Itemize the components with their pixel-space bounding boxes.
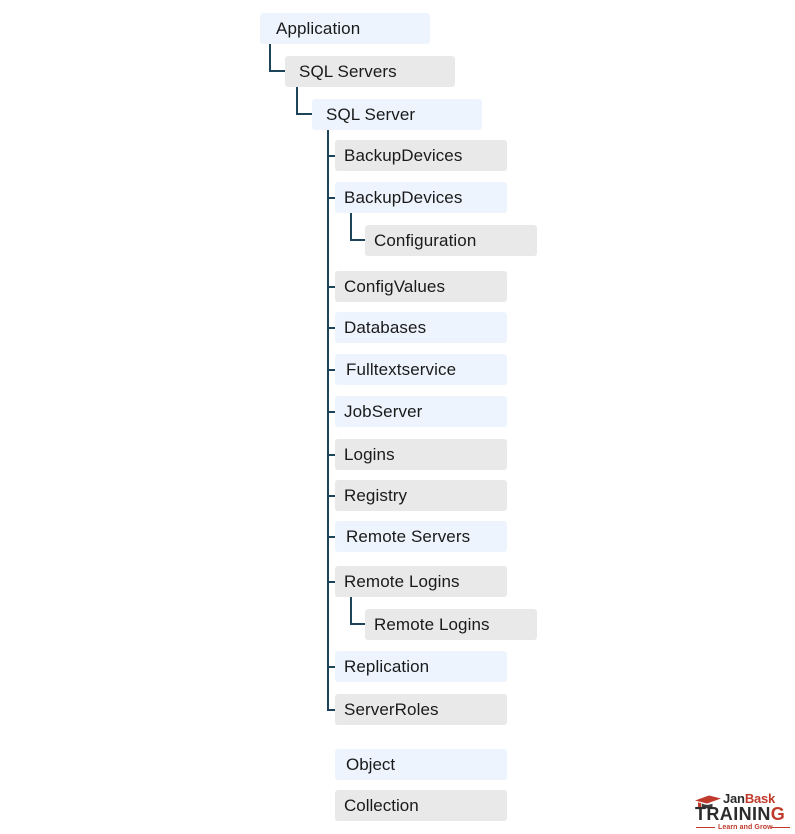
node-label: SQL Server <box>326 105 416 124</box>
node-application[interactable]: Application <box>260 13 430 44</box>
logo-tagline: Learn and Grow <box>718 824 773 831</box>
connector-remote-logins-vertical <box>350 597 352 623</box>
logo-training-g: G <box>770 804 786 824</box>
node-label: BackupDevices <box>344 146 463 165</box>
node-sql-server[interactable]: SQL Server <box>312 99 482 130</box>
node-label: BackupDevices <box>344 188 463 207</box>
node-label: Remote Servers <box>346 527 471 546</box>
node-label: ConfigValues <box>344 277 446 296</box>
janbask-training-logo: JanBask TRAINING Learn and Grow <box>694 791 790 831</box>
node-label: ServerRoles <box>344 700 439 719</box>
node-label: Application <box>276 19 361 38</box>
node-jobserver[interactable]: JobServer <box>335 396 507 427</box>
connector-remote-logins-horizontal <box>350 623 366 625</box>
logo-tagline-row: Learn and Grow <box>696 823 790 832</box>
node-databases[interactable]: Databases <box>335 312 507 343</box>
connector-sql-servers-horizontal <box>296 113 312 115</box>
logo-rule-right <box>771 827 790 828</box>
logo-training-text: TRAININ <box>695 804 771 824</box>
node-label: Logins <box>344 445 395 464</box>
node-label: Replication <box>344 657 430 676</box>
logo-wordmark-training: TRAINING <box>695 805 785 824</box>
node-label: JobServer <box>344 402 423 421</box>
connector-main-trunk <box>327 130 329 710</box>
connector-sql-servers-vertical <box>296 87 298 113</box>
node-configvalues[interactable]: ConfigValues <box>335 271 507 302</box>
connector-application-horizontal <box>269 70 285 72</box>
node-fulltextservice[interactable]: Fulltextservice <box>335 354 507 385</box>
node-replication[interactable]: Replication <box>335 651 507 682</box>
connector-configuration-horizontal <box>350 239 366 241</box>
node-label: Fulltextservice <box>346 360 457 379</box>
logo-jan: Jan <box>723 791 745 806</box>
logo-bask: Bask <box>744 791 776 806</box>
node-remote-logins-collection[interactable]: Remote Logins <box>335 566 507 597</box>
connector-application-vertical <box>269 44 271 70</box>
node-label: Remote Logins <box>344 572 460 591</box>
node-configuration[interactable]: Configuration <box>365 225 537 256</box>
node-label: SQL Servers <box>299 62 397 81</box>
node-label: Databases <box>344 318 427 337</box>
node-registry[interactable]: Registry <box>335 480 507 511</box>
node-logins[interactable]: Logins <box>335 439 507 470</box>
logo-rule-left <box>696 827 715 828</box>
node-serverroles[interactable]: ServerRoles <box>335 694 507 725</box>
node-label: Remote Logins <box>374 615 490 634</box>
node-remote-logins-child[interactable]: Remote Logins <box>365 609 537 640</box>
graduation-cap-icon <box>695 795 721 811</box>
node-sql-servers[interactable]: SQL Servers <box>285 56 455 87</box>
logo-wordmark-top: JanBask <box>723 792 775 806</box>
node-remote-servers[interactable]: Remote Servers <box>335 521 507 552</box>
node-label: Registry <box>344 486 408 505</box>
legend-label: Object <box>346 755 396 774</box>
legend-item-collection: Collection <box>335 790 507 821</box>
node-backupdevices-collection[interactable]: BackupDevices <box>335 140 507 171</box>
connector-configuration-vertical <box>350 213 352 239</box>
legend-item-object: Object <box>335 749 507 780</box>
node-label: Configuration <box>374 231 477 250</box>
node-backupdevices-object[interactable]: BackupDevices <box>335 182 507 213</box>
legend-label: Collection <box>344 796 419 815</box>
